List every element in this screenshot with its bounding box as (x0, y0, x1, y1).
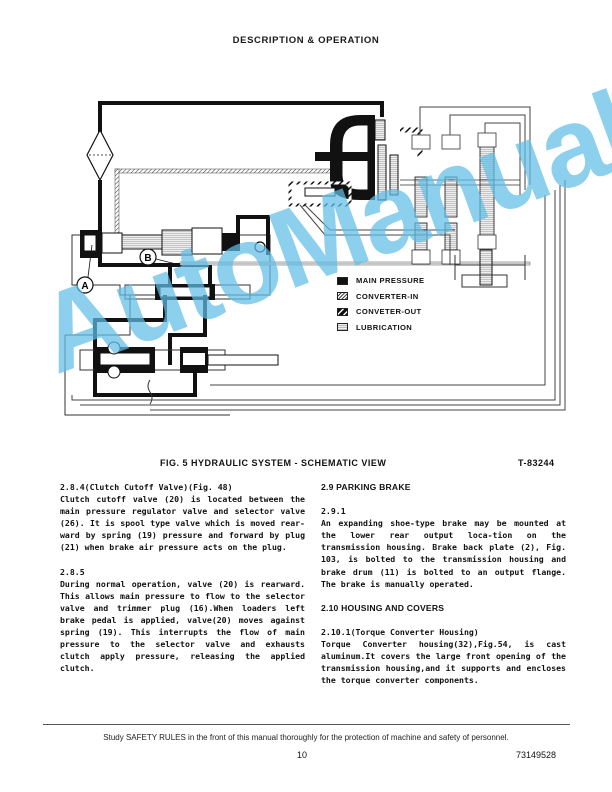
legend-item-lubrication: LUBRICATION (337, 320, 425, 336)
svg-text:A: A (81, 281, 88, 292)
document-number: 73149528 (516, 750, 557, 760)
svg-text:B: B (144, 253, 151, 264)
section-2-8-5-heading: 2.8.5 (60, 566, 85, 577)
safety-note: Study SAFETY RULES in the front of this … (103, 733, 509, 742)
light-hatch-swatch-icon (337, 292, 348, 301)
section-2-8-4-heading: 2.8.4(Clutch Cutoff Valve)(Fig. 48) (60, 482, 233, 492)
section-2-9-1-body: An expanding shoe-type brake may be moun… (321, 518, 566, 589)
section-2-9-heading: 2.9 PARKING BRAKE (321, 482, 411, 492)
footer-divider (43, 724, 570, 725)
section-2-9-1-heading: 2.9.1 (321, 506, 346, 517)
figure-id: T-83244 (518, 458, 555, 468)
section-2-8-4-body: Clutch cutoff valve (20) is located betw… (60, 494, 305, 553)
heavy-hatch-swatch-icon (337, 307, 348, 316)
hydraulic-schematic-diagram: A B (60, 95, 575, 425)
callout-a (76, 276, 94, 294)
legend-item-converter-out: CONVETER-OUT (337, 304, 425, 320)
right-column: 2.9 PARKING BRAKE 2.9.1 An expanding sho… (321, 481, 566, 686)
figure-caption: FIG. 5 HYDRAULIC SYSTEM - SCHEMATIC VIEW (160, 458, 387, 468)
legend-item-converter-in: CONVERTER-IN (337, 289, 425, 305)
legend-item-main-pressure: MAIN PRESSURE (337, 273, 425, 289)
section-2-8-5-body: During normal operation, valve (20) is r… (60, 578, 305, 674)
section-2-10-1-heading: 2.10.1(Torque Converter Housing) (321, 626, 479, 637)
page-header: DESCRIPTION & OPERATION (232, 35, 380, 46)
section-2-10-1-body: Torque Converter housing(32),Fig.54, is … (321, 638, 566, 686)
page-number: 10 (297, 750, 308, 760)
stipple-swatch-icon (337, 323, 348, 332)
solid-swatch-icon (337, 276, 348, 285)
diagram-legend: MAIN PRESSURE CONVERTER-IN CONVETER-OUT … (337, 273, 425, 335)
left-column: 2.8.4(Clutch Cutoff Valve)(Fig. 48) Clut… (60, 481, 305, 674)
section-2-10-heading: 2.10 HOUSING AND COVERS (321, 602, 445, 613)
callout-b (139, 248, 157, 266)
